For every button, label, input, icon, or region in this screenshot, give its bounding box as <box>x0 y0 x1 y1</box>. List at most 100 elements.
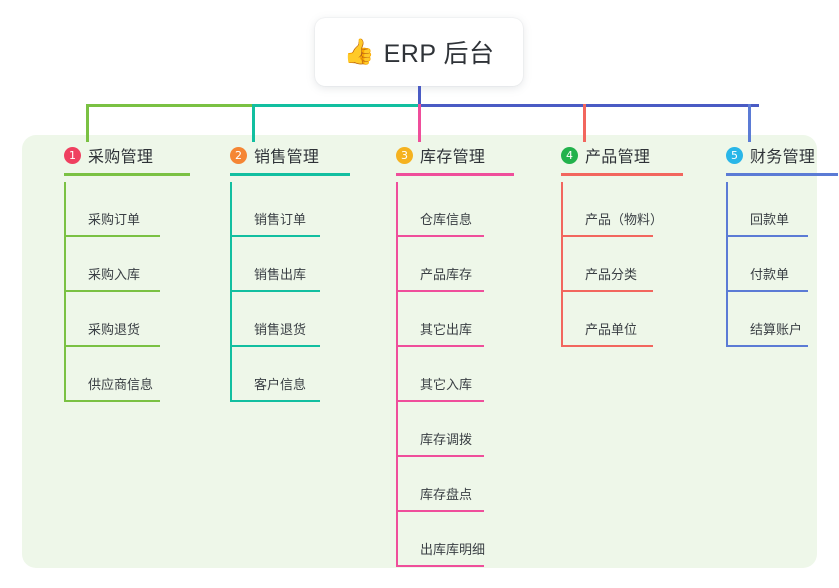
leaf-node-label: 产品单位 <box>585 322 638 337</box>
leaf-node-产品单位[interactable]: 产品单位 <box>563 292 653 347</box>
leaf-node-其它入库[interactable]: 其它入库 <box>398 347 484 402</box>
leaf-node-underline <box>398 290 484 292</box>
leaf-node-采购退货[interactable]: 采购退货 <box>66 292 160 347</box>
leaf-node-销售退货[interactable]: 销售退货 <box>232 292 320 347</box>
leaf-node-label: 采购订单 <box>88 212 141 227</box>
leaf-node-label: 销售出库 <box>254 267 307 282</box>
leaf-node-label: 采购退货 <box>88 322 141 337</box>
branch-header-underline <box>64 173 190 176</box>
leaf-node-label: 付款单 <box>750 267 790 282</box>
leaf-node-label: 库存调拨 <box>420 432 473 447</box>
leaf-node-underline <box>66 400 160 402</box>
leaf-node-仓库信息[interactable]: 仓库信息 <box>398 182 484 237</box>
branch-header-产品管理[interactable]: 4 产品管理 <box>543 142 650 168</box>
branch-header-财务管理[interactable]: 5 财务管理 <box>708 142 815 168</box>
leaf-node-采购订单[interactable]: 采购订单 <box>66 182 160 237</box>
leaf-node-库存调拨[interactable]: 库存调拨 <box>398 402 484 457</box>
branch-column-采购管理: 1 采购管理采购订单采购入库采购退货供应商信息 <box>46 142 190 402</box>
leaf-node-采购入库[interactable]: 采购入库 <box>66 237 160 292</box>
leaf-node-label: 仓库信息 <box>420 212 473 227</box>
leaf-node-结算账户[interactable]: 结算账户 <box>728 292 808 347</box>
leaf-node-underline <box>563 235 653 237</box>
leaf-node-label: 回款单 <box>750 212 790 227</box>
bus-segment-teal <box>252 104 419 107</box>
leaf-node-underline <box>232 345 320 347</box>
leaf-node-label: 库存盘点 <box>420 487 473 502</box>
leaf-node-产品库存[interactable]: 产品库存 <box>398 237 484 292</box>
leaf-node-underline <box>398 510 484 512</box>
leaf-node-label: 结算账户 <box>750 322 803 337</box>
leaf-node-销售出库[interactable]: 销售出库 <box>232 237 320 292</box>
branch-number-badge-5: 5 <box>726 146 743 164</box>
branch-column-财务管理: 5 财务管理回款单付款单结算账户 <box>708 142 838 347</box>
leaf-node-产品分类[interactable]: 产品分类 <box>563 237 653 292</box>
branch-drop-line-3 <box>418 104 421 142</box>
leaf-node-underline <box>398 400 484 402</box>
leaf-node-其它出库[interactable]: 其它出库 <box>398 292 484 347</box>
branch-spine <box>230 182 232 402</box>
root-drop-line <box>418 86 421 107</box>
branch-number-badge-3: 3 <box>396 146 413 164</box>
leaf-node-underline <box>398 235 484 237</box>
leaf-node-label: 出库库明细 <box>420 542 486 557</box>
leaf-node-underline <box>398 455 484 457</box>
leaf-node-label: 客户信息 <box>254 377 307 392</box>
branch-header-label: 财务管理 <box>750 149 816 166</box>
leaf-node-underline <box>398 345 484 347</box>
leaf-node-underline <box>66 345 160 347</box>
branch-drop-line-1 <box>86 104 89 142</box>
branch-spine <box>396 182 398 567</box>
branch-header-underline <box>561 173 683 176</box>
leaf-node-label: 其它入库 <box>420 377 473 392</box>
branch-number-badge-2: 2 <box>230 146 247 164</box>
branch-drop-line-5 <box>748 104 751 142</box>
branch-header-label: 库存管理 <box>420 149 486 166</box>
leaf-node-回款单[interactable]: 回款单 <box>728 182 808 237</box>
branch-header-underline <box>726 173 838 176</box>
branch-header-label: 销售管理 <box>254 149 320 166</box>
leaf-node-label: 销售退货 <box>254 322 307 337</box>
branch-column-销售管理: 2 销售管理销售订单销售出库销售退货客户信息 <box>212 142 350 402</box>
branch-number-badge-4: 4 <box>561 146 578 164</box>
leaf-node-underline <box>66 235 160 237</box>
bus-segment-green <box>86 104 252 107</box>
leaf-node-付款单[interactable]: 付款单 <box>728 237 808 292</box>
branch-header-库存管理[interactable]: 3 库存管理 <box>378 142 485 168</box>
root-node-label: ERP 后台 <box>383 40 495 68</box>
thumbs-up-icon: 👍 <box>343 37 375 66</box>
leaf-node-underline <box>728 235 808 237</box>
branch-header-销售管理[interactable]: 2 销售管理 <box>212 142 319 168</box>
branch-spine <box>561 182 563 347</box>
branch-header-underline <box>230 173 350 176</box>
branch-header-label: 产品管理 <box>585 149 651 166</box>
leaf-node-underline <box>563 345 653 347</box>
branch-spine <box>64 182 66 402</box>
leaf-node-供应商信息[interactable]: 供应商信息 <box>66 347 160 402</box>
leaf-node-label: 供应商信息 <box>88 377 154 392</box>
leaf-node-underline <box>232 400 320 402</box>
leaf-node-underline <box>728 345 808 347</box>
leaf-node-label: 其它出库 <box>420 322 473 337</box>
diagram-panel <box>22 135 817 568</box>
leaf-node-label: 采购入库 <box>88 267 141 282</box>
branch-number-badge-1: 1 <box>64 146 81 164</box>
branch-drop-line-2 <box>252 104 255 142</box>
leaf-node-underline <box>232 290 320 292</box>
branch-drop-line-4 <box>583 104 586 142</box>
branch-header-采购管理[interactable]: 1 采购管理 <box>46 142 153 168</box>
leaf-node-库存盘点[interactable]: 库存盘点 <box>398 457 484 512</box>
leaf-node-客户信息[interactable]: 客户信息 <box>232 347 320 402</box>
leaf-node-underline <box>232 235 320 237</box>
leaf-node-销售订单[interactable]: 销售订单 <box>232 182 320 237</box>
leaf-node-出库库明细[interactable]: 出库库明细 <box>398 512 486 567</box>
root-node-erp-backend[interactable]: 👍 ERP 后台 <box>315 18 523 86</box>
leaf-node-underline <box>398 565 484 567</box>
leaf-node-label: 销售订单 <box>254 212 307 227</box>
leaf-node-label: 产品分类 <box>585 267 638 282</box>
leaf-node-label: 产品库存 <box>420 267 473 282</box>
leaf-node-underline <box>66 290 160 292</box>
branch-header-label: 采购管理 <box>88 149 154 166</box>
leaf-node-underline <box>563 290 653 292</box>
leaf-node-产品（物料）[interactable]: 产品（物料） <box>563 182 663 237</box>
